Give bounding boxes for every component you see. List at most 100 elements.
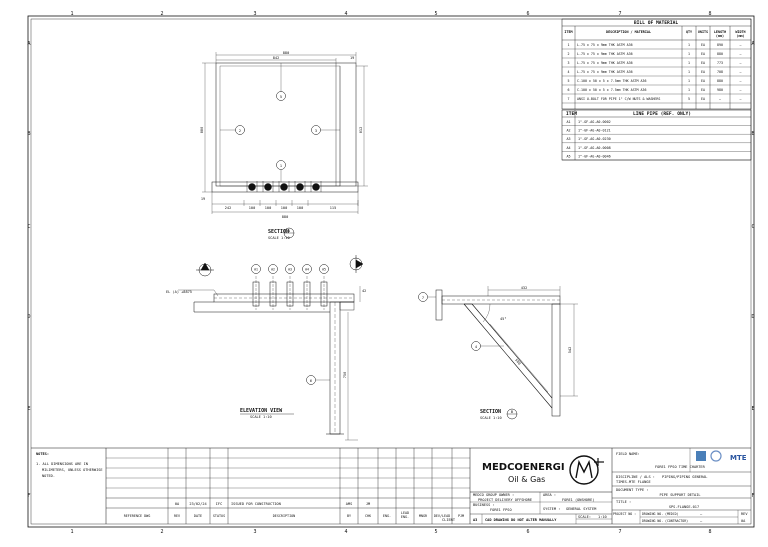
bom-cell: C-100 x 50 x 5 x 7.5mm THK ASTM A36 — [577, 88, 646, 92]
column-label-bottom: 8 — [708, 529, 711, 535]
revision-cell: 23/02/24 — [189, 502, 206, 506]
revision-header: DEV/LEAD — [434, 514, 450, 518]
bom-cell: 1 — [688, 79, 690, 83]
scale-label: SCALE: — [578, 515, 591, 519]
company-logo-icon — [569, 455, 604, 485]
bom-cell: EA — [701, 52, 705, 56]
sec-b-marker: B — [511, 410, 513, 414]
sec-a-balloon-label: 1 — [280, 164, 282, 168]
client-logos-icon: MTE — [696, 450, 747, 462]
bom-cell: 1 — [688, 61, 690, 65]
row-label-right: F — [751, 493, 754, 499]
column-label-bottom: 2 — [160, 529, 163, 535]
column-label-top: 3 — [253, 11, 256, 17]
bom-cell: L-75 x 75 x 9mm THK ASTM A36 — [577, 52, 633, 56]
area-value: FORE1 (ONSHORE) — [562, 498, 594, 502]
bom-cell: 7 — [568, 97, 570, 101]
sec-a-dim-segment: 100 — [265, 206, 272, 210]
sec-a-balloon-label: 2 — [239, 129, 241, 133]
line-pipe-tag: 1"-GF-AG-A0-0002 — [578, 120, 611, 124]
sec-a-dim-right: 812 — [359, 127, 363, 134]
system-label: SYSTEM : — [543, 507, 560, 511]
row-label-left: C — [27, 224, 30, 230]
revision-cell: 0A — [175, 502, 180, 506]
pipe-tag-balloon — [268, 264, 278, 274]
column-label-bottom: 4 — [344, 529, 347, 535]
bom-header: ITEM — [564, 30, 572, 34]
sec-a-balloon — [276, 160, 286, 170]
revision-header: DATE — [194, 514, 202, 518]
sec-b-dim-vert: 542 — [568, 347, 572, 354]
bom-cell: – — [719, 97, 721, 101]
sheet-border — [27, 15, 755, 528]
bom-cell: 1 — [688, 43, 690, 47]
bom-cell: L-75 x 75 x 9mm THK ASTM A36 — [577, 43, 633, 47]
bom-cell: 3 — [568, 61, 570, 65]
revision-header: STATUS — [213, 514, 225, 518]
revision-header: DESCRIPTION — [273, 514, 295, 518]
discipline-value: PIPING/PIPING GENERAL — [662, 475, 707, 479]
pipe-tag-label: A5 — [322, 268, 326, 272]
sec-a-dim-segment: 100 — [297, 206, 304, 210]
doc-type-value: PIPE SUPPORT DETAIL — [659, 493, 700, 497]
bom-cell: 1 — [688, 52, 690, 56]
pipe-tag-label: A2 — [271, 268, 275, 272]
revision-header: LEAD — [401, 511, 409, 515]
line-pipe-tag: 1"-GF-AG-A0-0121 — [578, 129, 611, 133]
revision-cell: JM — [366, 502, 371, 506]
bom-cell: 2 — [568, 52, 570, 56]
cad-warning: CAD DRAWING DO NOT ALTER MANUALLY — [485, 518, 557, 522]
sec-a-dim-bottom-total: 880 — [282, 215, 289, 219]
bom-header: DESCRIPTION / MATERIAL — [606, 30, 651, 34]
sec-a-dim-segment: 100 — [281, 206, 288, 210]
notes-title: NOTES: — [36, 452, 49, 456]
title-label: TITLE : — [616, 500, 631, 504]
pipe-tag-label: A3 — [288, 268, 292, 272]
sheet-size: A3 — [473, 518, 477, 522]
column-label-bottom: 5 — [434, 529, 437, 535]
elev-el-label: EL (A) +8875 — [166, 290, 192, 294]
line-pipe-item-header: ITEM — [566, 111, 577, 117]
field-value: FORE1 FPSO TIME CHARTER — [655, 465, 706, 469]
column-label-bottom: 7 — [618, 529, 621, 535]
sec-a-balloon — [276, 91, 286, 101]
pipe-tag-label: A4 — [305, 268, 309, 272]
revision-header: BY — [347, 514, 351, 518]
bom-cell: – — [740, 79, 742, 83]
bom-cell: – — [740, 43, 742, 47]
revision-header: REV — [174, 514, 180, 518]
bom-cell: – — [740, 97, 742, 101]
sec-b-dim-angle: 45° — [500, 317, 507, 321]
notes-line-3: NOTED. — [42, 474, 55, 478]
rev-label: REV — [741, 512, 748, 516]
sec-a-marker: A — [288, 229, 291, 233]
project-no-label: PROJECT NO : — [613, 512, 636, 516]
line-pipe-item: A3 — [566, 137, 570, 141]
notes-line-1: 1. ALL DIMENSIONS ARE IN — [36, 462, 88, 466]
line-pipe-title: LINE PIPE (REF. ONLY) — [633, 111, 691, 117]
column-label-bottom: 1 — [70, 529, 73, 535]
drawing-no2-value: – — [700, 519, 703, 523]
row-label-right: A — [751, 41, 754, 47]
pipe-section — [296, 183, 304, 191]
company-sub: Oil & Gas — [508, 475, 545, 484]
section-a-view — [202, 52, 368, 214]
elev-title: ELEVATION VIEW — [240, 408, 283, 414]
bom-cell: EA — [701, 70, 705, 74]
discipline-label: DISCIPLINE / ALS : — [616, 475, 655, 479]
elev-scale: SCALE 1:10 — [250, 415, 272, 419]
bom-cell: – — [740, 52, 742, 56]
bom-cell: – — [740, 61, 742, 65]
pipe-section — [280, 183, 288, 191]
pipe-tag-balloon — [319, 264, 329, 274]
line-pipe-tag: 1"-GF-AG-A0-0008 — [578, 146, 611, 150]
bom-cell: EA — [701, 97, 705, 101]
revision-header: MNGR — [419, 514, 428, 518]
line-pipe-item: A5 — [566, 154, 570, 158]
pipe-tag-balloon — [285, 264, 295, 274]
